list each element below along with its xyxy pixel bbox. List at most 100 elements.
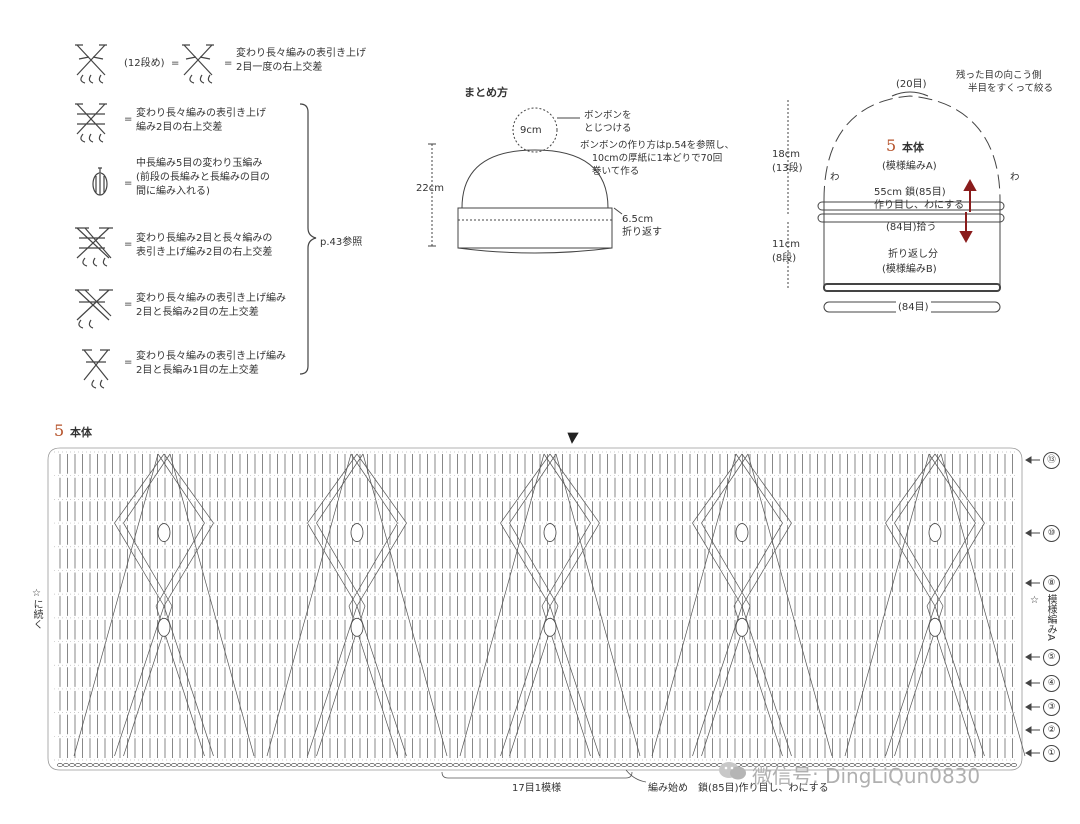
cable-line <box>741 453 792 524</box>
cable-line <box>934 605 985 757</box>
chain-stitch <box>981 763 987 767</box>
chain-stitch <box>645 763 651 767</box>
cross-stitch-symbol-icon <box>182 44 214 84</box>
chain-stitch <box>801 763 807 767</box>
cable-line <box>692 522 743 607</box>
bottom-count: (84目) <box>896 301 931 314</box>
pompom-make-3: 巻いて作る <box>592 166 640 177</box>
chain-stitch <box>87 763 93 767</box>
legend-row5-eq: = <box>124 357 133 368</box>
chain-stitch <box>231 763 237 767</box>
bobble-stitch <box>735 523 749 542</box>
cable-line <box>701 453 749 524</box>
chain-stitch <box>285 763 291 767</box>
legend-row2-line2: (前段の長編みと長編みの目の <box>136 172 270 183</box>
pompom-note-1: ボンボンを <box>584 110 632 121</box>
fold-label: 折り返す <box>622 227 662 238</box>
chain-stitch <box>747 763 753 767</box>
chain-stitch <box>201 763 207 767</box>
chain-stitch <box>63 763 69 767</box>
chain-stitch <box>951 763 957 767</box>
chain-stitch <box>819 763 825 767</box>
cable-line <box>741 522 792 607</box>
chain-stitch <box>141 763 147 767</box>
chain-stitch <box>399 763 405 767</box>
chain-stitch <box>165 763 171 767</box>
chain-stitch <box>495 763 501 767</box>
chain-stitch <box>969 763 975 767</box>
cable-line <box>549 453 600 524</box>
chain-stitch <box>585 763 591 767</box>
cable-line <box>114 605 165 757</box>
chain-stitch <box>69 763 75 767</box>
chain-stitch <box>465 763 471 767</box>
body-number: 5 <box>886 136 897 155</box>
cable-line <box>362 453 448 757</box>
chain-stitch <box>771 763 777 767</box>
legend-row5-line1: 変わり長々編みの表引き上げ編み <box>136 351 286 362</box>
legend-brace <box>299 103 317 375</box>
cable-line <box>356 605 407 757</box>
cable-line <box>163 605 214 757</box>
chain-stitch <box>81 763 87 767</box>
upper-cm: 18cm <box>772 149 800 160</box>
chain-stitch <box>813 763 819 767</box>
chain-stitch <box>477 763 483 767</box>
start-label: 編み始め 鎖(85目)作り目し、わにする <box>648 783 829 794</box>
cable-line <box>155 522 205 607</box>
chain-stitch <box>459 763 465 767</box>
chain-stitch <box>933 763 939 767</box>
chain-stitch <box>147 763 153 767</box>
cable-line <box>459 453 545 757</box>
cable-line <box>733 522 783 607</box>
cable-line <box>307 605 358 757</box>
pompom-size: 9cm <box>520 125 542 136</box>
chain-stitch <box>855 763 861 767</box>
chain-stitch <box>117 763 123 767</box>
cable-line <box>169 453 255 757</box>
chain-stitch <box>783 763 789 767</box>
watermark-text: 微信号: DingLiQun0830 <box>752 764 981 788</box>
row-marker-5: ⑤ <box>1043 649 1060 666</box>
chart-number: 5 <box>54 421 65 440</box>
cable-line <box>356 453 407 524</box>
chain-stitch <box>837 763 843 767</box>
chain-stitch <box>897 763 903 767</box>
chain-stitch <box>777 763 783 767</box>
chain-stitch <box>135 763 141 767</box>
chain-stitch <box>219 763 225 767</box>
chain-stitch <box>363 763 369 767</box>
chain-stitch <box>795 763 801 767</box>
chain-stitch <box>939 763 945 767</box>
chain-stitch <box>333 763 339 767</box>
cable-line <box>157 453 205 524</box>
chain-stitch <box>711 763 717 767</box>
chain-stitch <box>891 763 897 767</box>
lower-rows: (8段) <box>772 253 797 264</box>
cable-line <box>356 522 407 607</box>
chain-stitch <box>555 763 561 767</box>
chain-stitch <box>321 763 327 767</box>
top-note-1: 残った目の向こう側 <box>956 70 1042 81</box>
row-marker-3: ③ <box>1043 699 1060 716</box>
cable-line <box>555 453 641 757</box>
chain-stitch <box>567 763 573 767</box>
top-note-2: 半目をすくって絞る <box>968 83 1054 94</box>
chain-stitch <box>993 763 999 767</box>
bobble-stitch <box>928 523 942 542</box>
right-pattern-label: 模様編みA <box>1045 594 1056 641</box>
bobble-stitch <box>157 523 171 542</box>
chain-stitch <box>207 763 213 767</box>
chain-stitch <box>249 763 255 767</box>
cable-line <box>163 522 214 607</box>
chain-stitch <box>429 763 435 767</box>
legend-row4-eq: = <box>124 299 133 310</box>
chain-stitch <box>327 763 333 767</box>
chain-stitch <box>573 763 579 767</box>
legend-row2-line3: 間に編み入れる) <box>136 186 210 197</box>
chain-stitch <box>693 763 699 767</box>
cable-line <box>500 605 551 757</box>
cross-stitch-symbol-icon <box>75 44 107 84</box>
pompom-note-2: とじつける <box>584 123 632 134</box>
